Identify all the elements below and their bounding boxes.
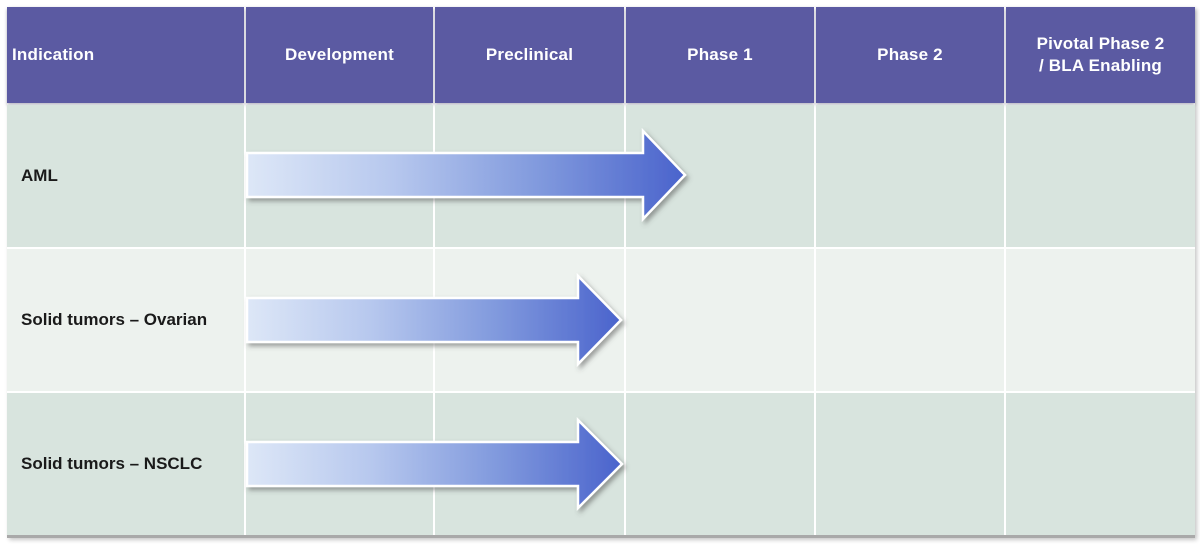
stage-cell-aml-phase-1 bbox=[626, 105, 814, 247]
stage-cell-nsclc-pivotal bbox=[1006, 393, 1195, 535]
header-indication: Indication bbox=[7, 7, 244, 103]
stage-cell-ovarian-phase-2 bbox=[816, 249, 1004, 391]
header-development: Development bbox=[246, 7, 433, 103]
pipeline-table: Indication Development Preclinical Phase… bbox=[7, 7, 1195, 538]
indication-label-ovarian: Solid tumors – Ovarian bbox=[7, 249, 244, 391]
header-phase-2: Phase 2 bbox=[816, 7, 1004, 103]
header-preclinical: Preclinical bbox=[435, 7, 624, 103]
header-phase-1: Phase 1 bbox=[626, 7, 814, 103]
stage-cell-nsclc-phase-2 bbox=[816, 393, 1004, 535]
stage-cell-aml-phase-2 bbox=[816, 105, 1004, 247]
table-row-nsclc: Solid tumors – NSCLC bbox=[7, 393, 1195, 535]
header-row: Indication Development Preclinical Phase… bbox=[7, 7, 1195, 103]
stage-cell-ovarian-phase-1 bbox=[626, 249, 814, 391]
stage-cell-nsclc-development bbox=[246, 393, 433, 535]
stage-cell-nsclc-phase-1 bbox=[626, 393, 814, 535]
stage-cell-ovarian-development bbox=[246, 249, 433, 391]
table-row-aml: AML bbox=[7, 105, 1195, 247]
indication-label-aml: AML bbox=[7, 105, 244, 247]
stage-cell-ovarian-pivotal bbox=[1006, 249, 1195, 391]
stage-cell-aml-pivotal bbox=[1006, 105, 1195, 247]
stage-cell-aml-preclinical bbox=[435, 105, 624, 247]
stage-cell-ovarian-preclinical bbox=[435, 249, 624, 391]
indication-label-nsclc: Solid tumors – NSCLC bbox=[7, 393, 244, 535]
header-pivotal-phase-2-bla: Pivotal Phase 2 / BLA Enabling bbox=[1006, 7, 1195, 103]
table-row-ovarian: Solid tumors – Ovarian bbox=[7, 249, 1195, 391]
stage-cell-nsclc-preclinical bbox=[435, 393, 624, 535]
stage-cell-aml-development bbox=[246, 105, 433, 247]
